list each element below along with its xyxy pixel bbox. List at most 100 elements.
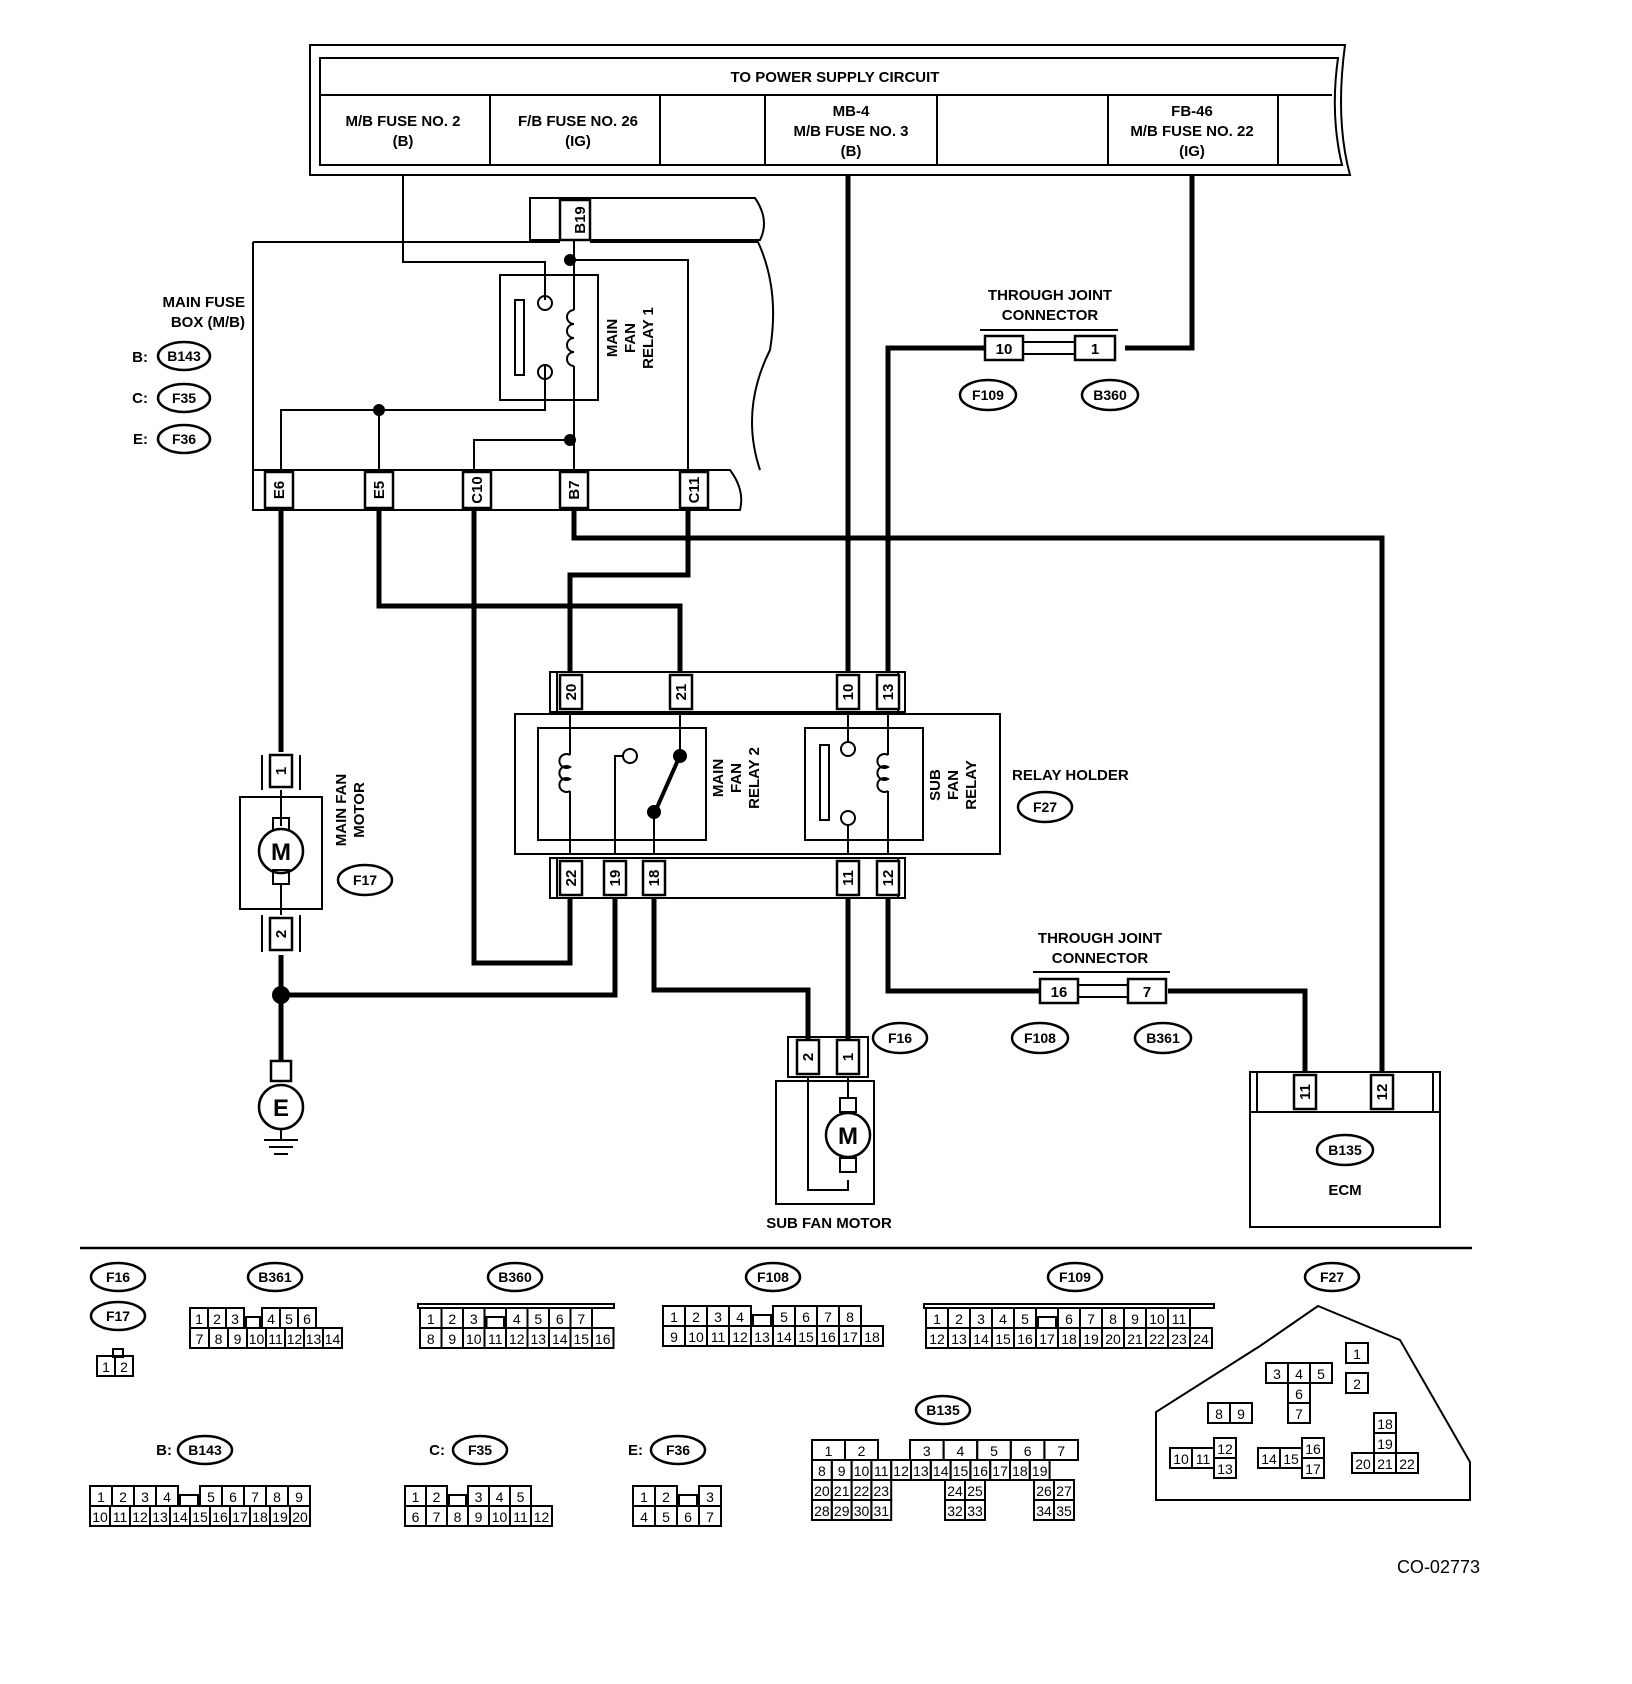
cv-f27-cell-label: 16 [1305,1441,1321,1457]
ecm-pin-11: 11 [1297,1084,1314,1100]
cv-f27-cell-label: 21 [1377,1456,1393,1472]
mfb-ref-code-b: B143 [167,348,201,364]
cv-f109-r1-cell-label: 3 [977,1311,985,1327]
cv-f35-r2-cell-label: 11 [513,1509,528,1525]
cv-f109-r1-cell-label: 10 [1149,1311,1165,1327]
cv-b135-cell-label: 22 [854,1483,870,1499]
cv-f108-r2-cell-label: 10 [688,1329,704,1345]
cv-b360-r1-cell-label: 7 [577,1311,585,1327]
cv-f27-cell-label: 12 [1217,1441,1233,1457]
cv-b143-r1-latch [179,1494,199,1507]
cv-b135-r2-cell-label: 8 [818,1463,826,1479]
sfm-code: F16 [888,1030,912,1046]
sub-fan-relay: SUB FAN RELAY [804,712,980,855]
fuse-fb26-line2: (IG) [565,133,591,150]
ecm-pin-12: 12 [1374,1084,1391,1101]
cv-f27-code: F27 [1320,1269,1344,1285]
cv-f108-r1-cell-label: 5 [780,1309,788,1325]
tj2-code-right: B361 [1146,1030,1180,1046]
cv-f108-r2-cell-label: 16 [820,1329,836,1345]
cv-f27-cell-label: 17 [1305,1461,1321,1477]
cv-f27-cell-label: 22 [1399,1456,1415,1472]
main-fan-relay-2: MAIN FAN RELAY 2 [537,712,763,855]
cv-f17-code: F17 [106,1308,130,1324]
rh-bottom-pin-12: 12 [880,870,897,887]
cv-f27-cell-label: 2 [1353,1376,1361,1392]
cv-b143-r1-cell-label: 1 [97,1489,105,1505]
cv-f109-r1-cell-label: 9 [1131,1311,1139,1327]
cv-f27-cell-label: 20 [1355,1456,1371,1472]
cv-b360-r1-cell-label: 1 [427,1311,435,1327]
rh-bottom-pin-19: 19 [607,870,624,887]
cv-b143-r1-cell-label: 4 [163,1489,171,1505]
tj1-title-1: THROUGH JOINT [988,287,1112,304]
cv-b135-r2-cell-label: 16 [973,1463,989,1479]
tj2-title-1: THROUGH JOINT [1038,930,1162,947]
tj2-code-left: F108 [1024,1030,1056,1046]
mfr1-label-2: FAN [622,323,639,353]
main-fan-motor: 1 M 2 MAIN FAN MOTOR F17 [239,753,394,952]
main-fuse-box-title-2: BOX (M/B) [171,314,245,331]
cv-f36-oval [649,1434,707,1466]
cv-f27-cell [1395,1452,1419,1474]
cv-b143-oval [176,1434,234,1466]
cv-b361-r1-cell-label: 2 [213,1311,221,1327]
cv-b360-r1-cell-label: 2 [448,1311,456,1327]
cv-b135-cell-label: 23 [874,1483,890,1499]
sfr-label-1: SUB [927,769,944,801]
cv-b361-r2-cell-label: 10 [249,1331,265,1347]
cv-b135-cell-label: 25 [967,1483,983,1499]
cv-f35-r1-cell-label: 5 [517,1489,525,1505]
cv-b360-code: B360 [498,1269,532,1285]
rh-bottom-pin-11: 11 [840,870,857,886]
cv-b360-r1-cell-label: 4 [513,1311,521,1327]
cv-b361-r1-latch [245,1316,261,1329]
mfr2-label-2: FAN [728,763,745,793]
through-joint-connector-1: THROUGH JOINT CONNECTOR 10 1 F109 B360 [958,287,1140,412]
cv-f108-r1-cell-label: 7 [824,1309,832,1325]
cv-b135-cell-label: 30 [854,1503,870,1519]
mfm-title-1: MAIN FAN [333,774,350,847]
cv-f36-r1-latch [678,1494,698,1507]
cv-b361-r1-cell-label: 6 [303,1311,311,1327]
cv-b143-r1-cell-label: 7 [251,1489,259,1505]
cv-f27-cell-label: 4 [1295,1366,1303,1382]
rh-bottom-pin-22: 22 [563,870,580,887]
cv-b143-r1-cell-label: 3 [141,1489,149,1505]
cv-b135-r2-cell-label: 12 [893,1463,909,1479]
cv-b135-cell-label: 7 [1057,1443,1065,1459]
cv-f35-r1-cell-label: 3 [475,1489,483,1505]
cv-b143-r1-cell-label: 6 [229,1489,237,1505]
mfr2-label-3: RELAY 2 [746,747,763,809]
cv-f36-r2-cell-label: 5 [662,1509,670,1525]
cv-b135-cell [870,1499,893,1521]
cv-b361-r1-cell-label: 5 [285,1311,293,1327]
tj2-title-2: CONNECTOR [1052,950,1149,967]
cv-f17-oval [89,1300,147,1332]
cv-b361-r2-cell-label: 11 [268,1331,283,1347]
cv-f109-oval [1046,1261,1104,1293]
main-fuse-box: B19 E6 E5 C10 B7 C11 MAIN FUSE BOX (M/B)… [132,175,775,511]
mfr1-label-1: MAIN [604,319,621,357]
cv-b361-code: B361 [258,1269,292,1285]
cv-b135-cell-label: 2 [858,1443,866,1459]
cv-f35-r2-cell-label: 8 [454,1509,462,1525]
cv-f27-cell-label: 10 [1173,1451,1189,1467]
mfb-ref-prefix-b: B: [132,349,148,366]
mfb-ref-code-e: F36 [172,431,196,447]
cv-f108-r2-cell-label: 17 [842,1329,858,1345]
cv-f35-r2-cell-label: 12 [534,1509,550,1525]
cv-b360-r2-cell-label: 11 [488,1331,503,1347]
cv-b135-r2-cell-label: 19 [1032,1463,1048,1479]
mfb-pin-c10: C10 [469,476,486,504]
mfb-pin-b7: B7 [566,480,583,499]
cv-b360-r2-cell-label: 15 [573,1331,589,1347]
cv-f35-r1-cell-label: 1 [412,1489,420,1505]
cv-f16-oval [89,1261,147,1293]
cv-b143-r1-cell-label: 9 [295,1489,303,1505]
cv-b361-r2-cell-label: 8 [215,1331,223,1347]
cv-f27-cell [1287,1402,1311,1424]
main-fan-relay-1: MAIN FAN RELAY 1 [499,274,657,401]
